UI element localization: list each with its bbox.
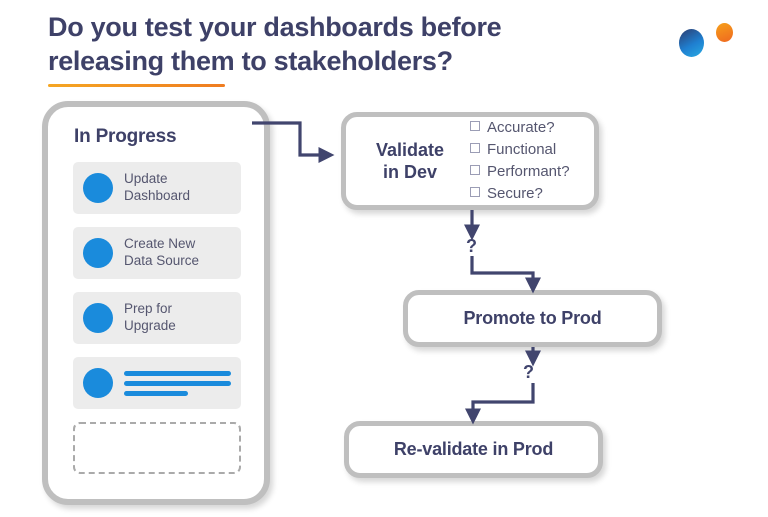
task-avatar-icon <box>83 368 113 398</box>
checklist-item[interactable]: Performant? <box>470 161 570 183</box>
validate-checklist: Accurate? Functional Performant? Secure? <box>470 117 570 205</box>
task-card-label: Prep for Upgrade <box>124 301 176 333</box>
checklist-item[interactable]: Accurate? <box>470 117 570 139</box>
skeleton-bar <box>124 370 231 376</box>
task-card[interactable]: Create New Data Source <box>73 227 241 279</box>
checklist-item-label: Secure? <box>487 184 543 202</box>
task-card-placeholder-bars[interactable] <box>73 357 241 409</box>
checkbox-icon[interactable] <box>470 165 480 175</box>
decision-marker-2: ? <box>523 362 534 382</box>
checklist-item-label: Functional <box>487 141 557 159</box>
flow-node-validate-in-dev[interactable]: Validate in Dev Accurate? Functional Per… <box>341 112 599 210</box>
task-card[interactable]: Prep for Upgrade <box>73 292 241 344</box>
checkbox-icon[interactable] <box>470 186 480 197</box>
in-progress-board-panel: In Progress Update Dashboard Create New … <box>42 101 270 505</box>
skeleton-bar <box>124 390 189 396</box>
empty-task-drop-zone[interactable] <box>73 422 241 474</box>
task-card-label: Update Dashboard <box>124 171 191 203</box>
revalidate-node-label: Re-validate in Prod <box>393 439 554 459</box>
checklist-item[interactable]: Functional <box>470 139 570 161</box>
board-heading: In Progress <box>74 126 177 147</box>
checkbox-icon[interactable] <box>470 143 480 154</box>
flow-node-revalidate-in-prod[interactable]: Re-validate in Prod <box>344 421 603 478</box>
decision-marker-1: ? <box>466 236 477 256</box>
checklist-item-label: Accurate? <box>487 119 555 137</box>
validate-node-title: Validate in Dev <box>375 139 445 183</box>
connector-decision1-to-promote <box>470 256 541 294</box>
task-avatar-icon <box>83 303 113 333</box>
checklist-item[interactable]: Secure? <box>470 183 570 205</box>
task-avatar-icon <box>83 238 113 268</box>
decorative-dot-orange-icon <box>716 23 733 42</box>
task-card[interactable]: Update Dashboard <box>73 162 241 214</box>
task-card-list: Update Dashboard Create New Data Source … <box>73 162 241 474</box>
flow-node-promote-to-prod[interactable]: Promote to Prod <box>403 290 662 347</box>
task-avatar-icon <box>83 173 113 203</box>
decorative-dot-blue-icon <box>679 29 704 57</box>
connector-decision2-to-revalidate <box>465 383 535 425</box>
task-card-label: Create New Data Source <box>124 236 200 268</box>
page-title: Do you test your dashboards before relea… <box>48 12 502 77</box>
skeleton-text-bars <box>124 370 231 396</box>
checkbox-icon[interactable] <box>470 121 480 132</box>
promote-node-label: Promote to Prod <box>463 308 602 328</box>
skeleton-bar <box>124 380 231 386</box>
title-underline-rule <box>48 84 225 87</box>
checklist-item-label: Performant? <box>487 163 570 180</box>
